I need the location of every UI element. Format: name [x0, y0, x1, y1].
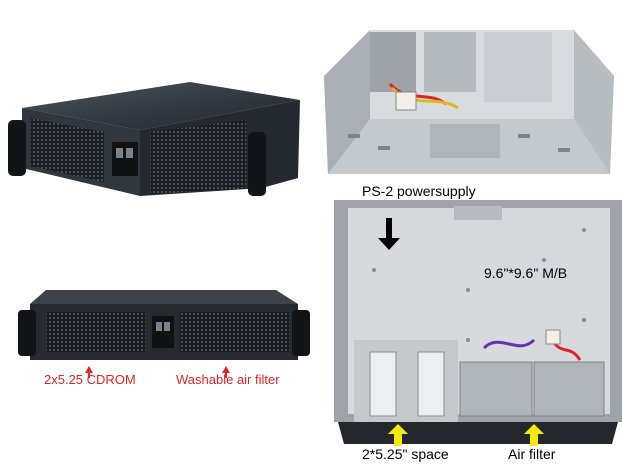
washable-air-filter-label: Washable air filter: [176, 372, 280, 387]
chassis-interior-topdown-photo: [334, 200, 622, 462]
air-filter-inside-arrow-icon: [524, 424, 544, 446]
motherboard-size-label: 9.6"*9.6" M/B: [484, 265, 568, 281]
air-filter-front-arrow-icon: [222, 366, 230, 378]
drive-space-label: 2*5.25" space: [362, 446, 449, 462]
chassis-front-angled-photo: [0, 70, 305, 200]
chassis-front-view-photo: [12, 284, 312, 366]
air-filter-inside-label: Air filter: [508, 446, 556, 462]
cdrom-label: 2x5.25 CDROM: [44, 372, 136, 387]
chassis-interior-open-photo: [318, 24, 618, 174]
powersupply-label: PS-2 powersupply: [362, 183, 476, 199]
space-arrow-icon: [388, 424, 408, 446]
powersupply-arrow-icon: [378, 218, 400, 250]
cdrom-arrow-icon: [85, 366, 93, 378]
